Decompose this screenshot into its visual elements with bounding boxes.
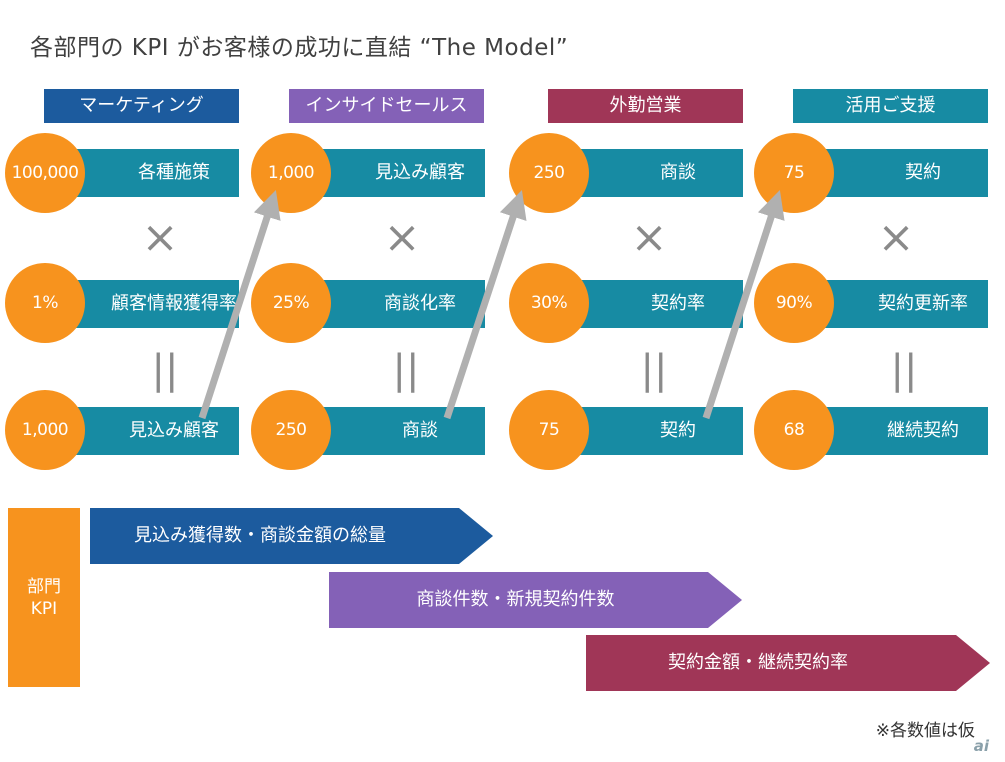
multiply-operator: × [630, 212, 668, 263]
row-label: 見込み顧客 [375, 162, 465, 183]
dept-header-inside-sales: インサイドセールス [289, 89, 484, 123]
multiply-operator: × [141, 212, 179, 263]
equals-operator: || [640, 347, 668, 393]
page-title: 各部門の KPI がお客様の成功に直結 “The Model” [30, 35, 569, 61]
dept-header-marketing: マーケティング [44, 89, 239, 123]
value-circle: 90% [754, 263, 834, 343]
value-circle: 75 [754, 133, 834, 213]
value-circle: 1,000 [251, 133, 331, 213]
footnote: ※各数値は仮 [875, 721, 975, 741]
row-label: 継続契約 [887, 420, 959, 441]
row-label: 契約 [905, 162, 941, 183]
value-circle: 68 [754, 390, 834, 470]
equals-operator: || [392, 347, 420, 393]
kpi-chevron-inside-sales: 商談件数・新規契約件数 [329, 572, 742, 628]
kpi-chevron-label: 見込み獲得数・商談金額の総量 [134, 525, 386, 546]
value-circle: 25% [251, 263, 331, 343]
dept-header-field-sales: 外勤営業 [548, 89, 743, 123]
kpi-section-label: 部門 KPI [8, 508, 80, 687]
kpi-chevron-label: 商談件数・新規契約件数 [416, 589, 615, 610]
value-circle: 250 [509, 133, 589, 213]
value-circle: 1% [5, 263, 85, 343]
equals-operator: || [151, 347, 179, 393]
value-circle: 1,000 [5, 390, 85, 470]
row-label: 各種施策 [138, 162, 210, 183]
value-circle: 250 [251, 390, 331, 470]
row-label: 商談化率 [384, 293, 456, 314]
multiply-operator: × [877, 212, 915, 263]
kpi-chevron-marketing: 見込み獲得数・商談金額の総量 [90, 508, 493, 564]
value-circle: 100,000 [5, 133, 85, 213]
multiply-operator: × [383, 212, 421, 263]
row-label: 契約率 [651, 293, 705, 314]
equals-operator: || [890, 347, 918, 393]
row-label: 見込み顧客 [129, 420, 219, 441]
row-label: 契約 [660, 420, 696, 441]
row-label: 商談 [402, 420, 438, 441]
kpi-chevron-customer-success: 契約金額・継続契約率 [586, 635, 990, 691]
dept-header-customer-success: 活用ご支援 [793, 89, 988, 123]
watermark-logo: ai [973, 737, 989, 755]
row-label: 商談 [660, 162, 696, 183]
kpi-label-line1: 部門 [27, 576, 61, 597]
kpi-chevron-label: 契約金額・継続契約率 [668, 652, 848, 673]
kpi-label-line2: KPI [30, 598, 58, 619]
row-label: 契約更新率 [878, 293, 968, 314]
value-circle: 30% [509, 263, 589, 343]
value-circle: 75 [509, 390, 589, 470]
